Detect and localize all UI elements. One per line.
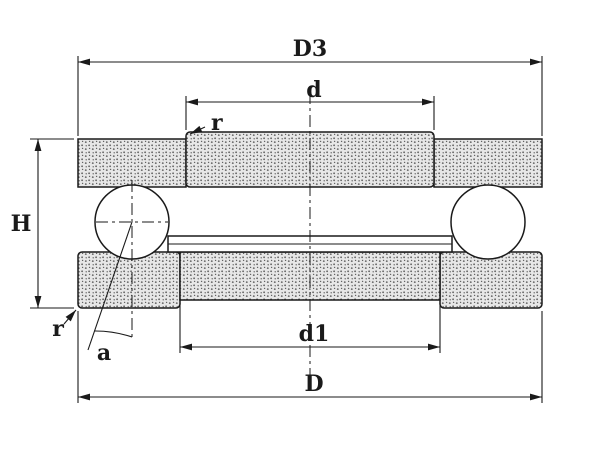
contact-angle-arc: [93, 330, 133, 338]
radius-bottom-label: r: [52, 316, 64, 342]
dim-d1-label: d1: [299, 321, 330, 347]
bottom-washer-left-section: [77, 251, 181, 309]
radius-top-annotation: r: [189, 110, 223, 136]
dim-d3-label: D3: [293, 36, 327, 62]
dim-d-outer: D: [77, 311, 543, 403]
dim-d-label: d: [306, 77, 321, 103]
dim-h: H: [11, 138, 74, 309]
top-washer-left-section: [77, 138, 187, 188]
bottom-washer-right-section: [439, 251, 543, 309]
dim-d3: D3: [77, 36, 543, 136]
top-washer-right-section: [433, 138, 543, 188]
radius-top-leader: [189, 125, 206, 135]
contact-angle-line: [87, 221, 133, 351]
radius-bottom-leader: [63, 309, 77, 325]
dim-d: d: [185, 77, 435, 130]
radius-bottom-annotation: r: [52, 309, 77, 342]
radius-top-label: r: [211, 110, 223, 136]
dim-d1: d1: [179, 303, 441, 353]
contact-angle-label: a: [97, 340, 111, 366]
dim-h-label: H: [11, 211, 32, 237]
dim-d-outer-label: D: [304, 371, 323, 397]
contact-angle-annotation: a: [87, 221, 133, 366]
ball-right: [450, 184, 526, 260]
